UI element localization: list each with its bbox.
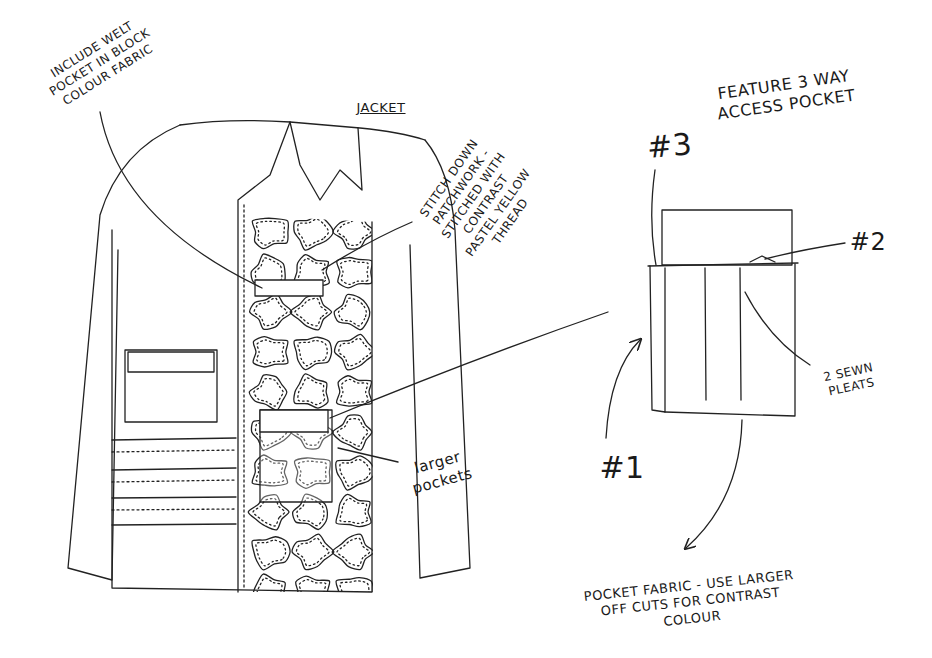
chest-pocket (125, 350, 217, 422)
pleat-lines (705, 268, 741, 400)
centre-front (238, 122, 290, 592)
annotation-note: JACKET (356, 100, 405, 116)
large-pocket-flap (260, 410, 328, 432)
shoulder-line (180, 121, 425, 140)
leader-line (745, 292, 810, 365)
placket-stitch (243, 205, 244, 590)
leader-line (338, 448, 398, 462)
pointer-arrow (606, 340, 640, 438)
leader-line (652, 170, 656, 265)
leader-line (330, 312, 608, 418)
welt-pocket (255, 280, 323, 296)
annotation-note: INCLUDE WELT POCKET IN BLOCK COLOUR FABR… (38, 12, 162, 113)
leader-line (100, 112, 262, 288)
pocket-body (665, 264, 795, 416)
collar (290, 122, 362, 200)
large-pocket (260, 410, 332, 502)
patchwork (248, 214, 417, 610)
leader-line (322, 222, 412, 270)
stripes (112, 438, 236, 525)
leader-line (765, 243, 845, 259)
pocket-flap (128, 352, 214, 372)
callout-number: #1 (599, 449, 644, 487)
pocket-side (650, 266, 665, 412)
pointer-arrow (686, 420, 742, 548)
annotation-note: larger pockets (397, 444, 484, 501)
pocket-band (648, 263, 798, 266)
annotation-note: FEATURE 3 WAY ACCESS POCKET (713, 65, 857, 124)
annotation-note: POCKET FABRIC - USE LARGER OFF CUTS FOR … (581, 567, 800, 638)
callout-number: #2 (850, 227, 886, 257)
callout-number: #3 (646, 125, 694, 166)
annotation-note: 2 SEWN PLEATS (808, 357, 892, 403)
